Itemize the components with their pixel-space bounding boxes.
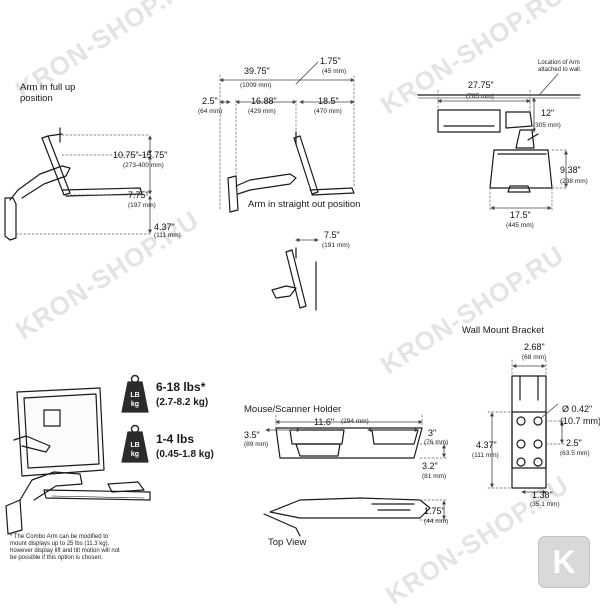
dim-tray-width: 17.5" — [510, 210, 531, 220]
dim-holder-height: 3.2" — [422, 461, 438, 471]
dim-top-depth: 12" — [541, 108, 555, 118]
dim-full-up-mid-mm: (197 mm) — [128, 202, 156, 209]
weight-footnote: * The Combo Arm can be modified to mount… — [10, 534, 120, 561]
dim-full-up-mid: 7.75" — [128, 190, 149, 200]
dim-holder-left: 3.5" — [244, 430, 260, 440]
arm-full-up-drawing — [4, 127, 143, 241]
dim-bracket-spacing: 2.5" — [566, 438, 582, 448]
dim-holder-height-mm: (81 mm) — [422, 473, 447, 480]
mouse-holder-drawing — [263, 427, 431, 537]
dim-folded: 7.5" — [324, 230, 340, 240]
display-weight-kg: (2.7-8.2 kg) — [156, 397, 209, 408]
badge-lb-label: LB — [130, 392, 140, 399]
dim-bracket-height-mm: (111 mm) — [472, 452, 499, 459]
top-view-wall-drawing — [417, 94, 581, 193]
kron-logo-badge: K — [538, 536, 590, 588]
logo-letter: K — [552, 543, 576, 580]
wall-bracket-drawing — [511, 375, 547, 489]
wall-location-note: Location of Arm attached to wall. — [538, 60, 582, 73]
dim-bracket-bottom-mm: (35.1 mm) — [530, 501, 560, 508]
dim-full-up-height: 10.75"-15.75" — [113, 150, 168, 160]
dim-bracket-height: 4.37" — [476, 440, 497, 450]
dim-full-up-low-mm: (111 mm) — [154, 232, 181, 239]
arm-folded-drawing — [271, 247, 317, 311]
dim-bracket-spacing-mm: (63.5 mm) — [560, 450, 590, 457]
dim-bracket-width: 2.68" — [524, 342, 545, 352]
dim-top-width-mm: (705 mm) — [466, 93, 494, 100]
dim-straight-b-mm: (470 mm) — [314, 108, 342, 115]
dim-full-up-height-mm: (273-400 mm) — [123, 162, 164, 169]
dim-straight-top-mm: (45 mm) — [322, 68, 347, 75]
dim-straight-total-mm: (1009 mm) — [240, 82, 272, 89]
dim-straight-a-mm: (429 mm) — [248, 108, 276, 115]
dim-straight-top: 1.75" — [320, 56, 341, 66]
dim-tray-height: 9.38" — [560, 165, 581, 175]
dim-tray-height-mm: (238 mm) — [560, 178, 588, 185]
weight-badge-keyboard — [121, 424, 149, 463]
dim-top-depth-mm: (305 mm) — [533, 122, 561, 129]
dim-holder-lip: 1.75" — [424, 506, 445, 516]
dim-holder-left-mm: (89 mm) — [244, 441, 269, 448]
dim-holder-right-mm: (76 mm) — [424, 439, 449, 446]
dim-tray-width-mm: (445 mm) — [506, 222, 534, 229]
dim-holder-lip-mm: (44 mm) — [424, 518, 449, 525]
badge-kg-label: kg — [130, 401, 140, 408]
dim-straight-total: 39.75" — [244, 66, 270, 76]
dim-holder-total-mm: (294 mm) — [341, 418, 369, 425]
badge-kg-label: kg — [130, 451, 140, 458]
arm-straight-out-label: Arm in straight out position — [248, 199, 361, 210]
dim-top-width: 27.75" — [468, 80, 494, 90]
badge-lb-label: LB — [130, 442, 140, 449]
dim-bracket-bottom: 1.38" — [532, 490, 553, 500]
top-view-label: Top View — [268, 537, 307, 548]
dim-folded-mm: (191 mm) — [322, 242, 350, 249]
dim-bracket-hole: Ø 0.42" — [562, 404, 593, 414]
dim-straight-left-mm: (64 mm) — [198, 108, 223, 115]
dim-full-up-low: 4.37" — [154, 222, 175, 232]
mouse-holder-title: Mouse/Scanner Holder — [244, 404, 342, 415]
monitor-drawing — [5, 387, 151, 535]
keyboard-weight: 1-4 lbs — [156, 432, 195, 446]
display-weight: 6-18 lbs* — [156, 380, 206, 394]
dim-straight-left: 2.5" — [202, 96, 218, 106]
arm-full-up-label: Arm in full up position — [20, 82, 76, 104]
dim-bracket-width-mm: (68 mm) — [522, 354, 547, 361]
arm-straight-out-drawing — [227, 131, 355, 213]
dim-holder-total: 11.6" — [314, 417, 335, 427]
weight-badge-display — [121, 374, 149, 413]
dim-holder-right: 3" — [428, 428, 437, 438]
dim-straight-a: 16.88" — [251, 96, 277, 106]
keyboard-weight-kg: (0.45-1.8 kg) — [156, 449, 214, 460]
dim-straight-b: 18.5" — [318, 96, 339, 106]
wall-bracket-title: Wall Mount Bracket — [462, 325, 545, 336]
dim-bracket-hole-mm: (10.7 mm) — [560, 416, 600, 426]
